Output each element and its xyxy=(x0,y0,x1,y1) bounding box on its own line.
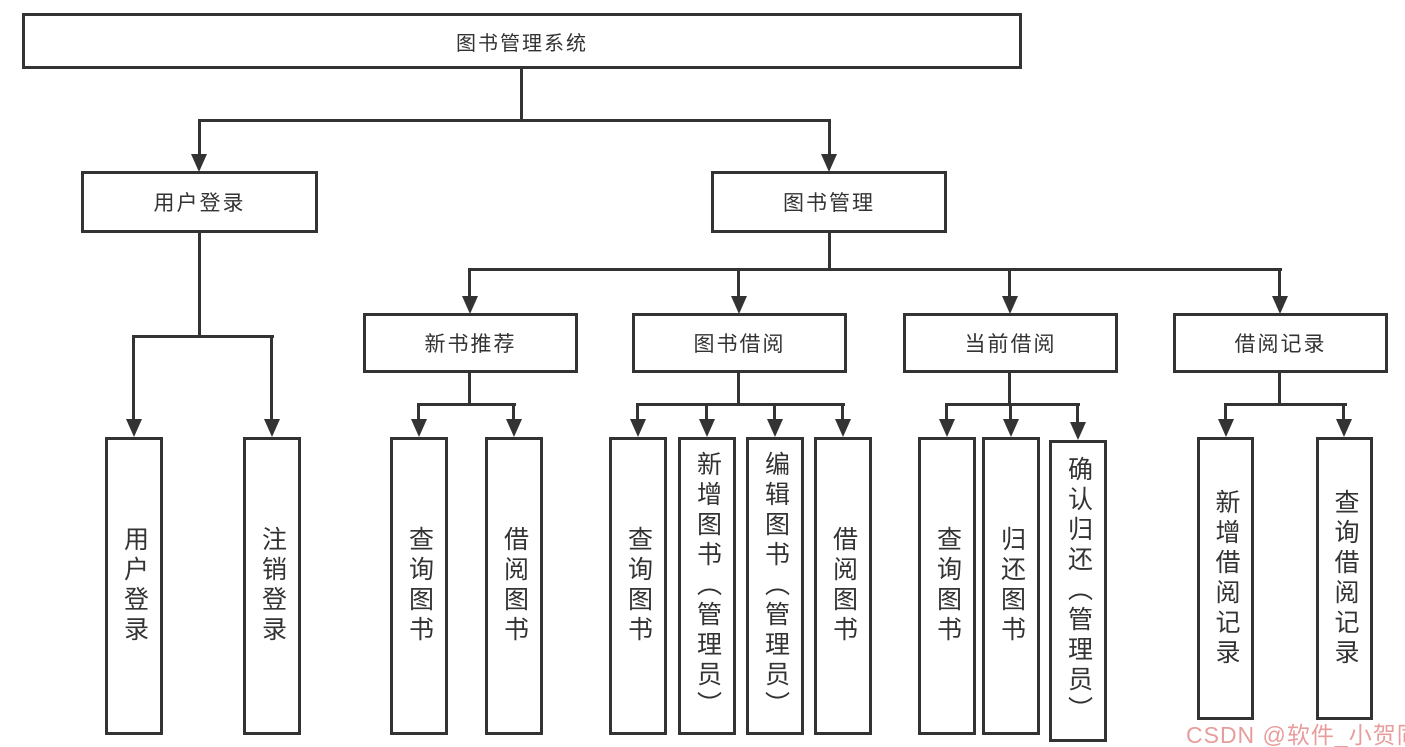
connector-line xyxy=(198,119,831,122)
connector-line xyxy=(1008,373,1011,406)
arrow-down-icon xyxy=(731,296,747,314)
arrow-down-icon xyxy=(191,154,207,172)
node-user-login: 用户登录 xyxy=(81,171,318,233)
node-label: 借阅图书 xyxy=(829,526,858,646)
leaf-add-books-admin: 新增图书（管理员） xyxy=(678,437,736,735)
connector-line xyxy=(270,338,273,420)
connector-line xyxy=(1224,406,1227,421)
connector-line xyxy=(636,403,845,406)
leaf-query-books-recommendation: 查询图书 xyxy=(390,437,448,735)
node-label: 归还图书 xyxy=(997,526,1026,646)
arrow-down-icon xyxy=(835,419,851,437)
connector-line xyxy=(1009,406,1012,421)
node-label: 当前借阅 xyxy=(964,333,1057,356)
arrow-down-icon xyxy=(126,419,142,437)
node-label: 用户登录 xyxy=(153,192,246,215)
leaf-query-books-borrowing: 查询图书 xyxy=(609,437,667,735)
connector-line xyxy=(132,335,274,338)
connector-line xyxy=(737,373,740,406)
leaf-borrow-books-recommendation: 借阅图书 xyxy=(485,437,543,735)
node-new-book-recommendation: 新书推荐 xyxy=(363,313,578,373)
connector-line xyxy=(1224,403,1347,406)
node-label: 借阅图书 xyxy=(500,526,529,646)
node-label: 查询图书 xyxy=(624,526,653,646)
node-label: 新增借阅记录 xyxy=(1212,488,1240,669)
arrow-down-icon xyxy=(1003,419,1019,437)
leaf-edit-books-admin: 编辑图书（管理员） xyxy=(746,437,804,735)
connector-line xyxy=(417,403,516,406)
node-label: 图书管理系统 xyxy=(456,32,588,55)
leaf-user-login: 用户登录 xyxy=(105,437,163,735)
connector-line xyxy=(417,406,420,421)
node-label: 查询借阅记录 xyxy=(1331,488,1359,669)
arrow-down-icon xyxy=(821,154,837,172)
node-library-management-system: 图书管理系统 xyxy=(22,13,1022,69)
connector-line xyxy=(132,338,135,420)
csdn-watermark: CSDN @软件_小贺同学 xyxy=(1186,722,1405,747)
connector-line xyxy=(198,122,201,156)
node-book-management: 图书管理 xyxy=(711,171,947,233)
connector-line xyxy=(468,271,471,298)
connector-line xyxy=(841,406,844,421)
node-label: 编辑图书（管理员） xyxy=(761,451,790,721)
node-label: 查询图书 xyxy=(405,526,434,646)
arrow-down-icon xyxy=(1002,296,1018,314)
node-label: 查询图书 xyxy=(933,526,962,646)
node-label: 用户登录 xyxy=(120,526,149,646)
leaf-logout: 注销登录 xyxy=(243,437,301,735)
arrow-down-icon xyxy=(1218,419,1234,437)
node-label: 确认归还（管理员） xyxy=(1064,456,1093,726)
connector-line xyxy=(198,233,201,337)
connector-line xyxy=(1342,406,1345,421)
connector-line xyxy=(705,406,708,421)
connector-line xyxy=(512,406,515,421)
node-label: 注销登录 xyxy=(258,526,287,646)
node-label: 新书推荐 xyxy=(424,333,517,356)
leaf-query-borrow-record: 查询借阅记录 xyxy=(1316,437,1373,720)
connector-line xyxy=(828,122,831,156)
node-label: 新增图书（管理员） xyxy=(693,451,722,721)
connector-line xyxy=(636,406,639,421)
node-label: 图书管理 xyxy=(783,192,875,215)
leaf-borrow-books: 借阅图书 xyxy=(814,437,872,735)
connector-line xyxy=(773,406,776,421)
node-label: 图书借阅 xyxy=(693,333,786,356)
arrow-down-icon xyxy=(767,419,783,437)
arrow-down-icon xyxy=(506,419,522,437)
connector-line xyxy=(945,406,948,421)
node-label: 借阅记录 xyxy=(1234,333,1327,356)
connector-line xyxy=(737,271,740,298)
arrow-down-icon xyxy=(699,419,715,437)
arrow-down-icon xyxy=(462,296,478,314)
arrow-down-icon xyxy=(939,419,955,437)
connector-line xyxy=(945,403,1080,406)
connector-line xyxy=(1076,406,1079,424)
node-book-borrowing: 图书借阅 xyxy=(632,313,847,373)
leaf-query-books-current: 查询图书 xyxy=(918,437,976,735)
arrow-down-icon xyxy=(1272,296,1288,314)
arrow-down-icon xyxy=(264,419,280,437)
connector-line xyxy=(1008,271,1011,298)
leaf-confirm-return-admin: 确认归还（管理员） xyxy=(1049,440,1107,742)
arrow-down-icon xyxy=(411,419,427,437)
leaf-return-books: 归还图书 xyxy=(982,437,1040,735)
connector-line xyxy=(520,69,523,121)
arrow-down-icon xyxy=(1336,419,1352,437)
leaf-add-borrow-record: 新增借阅记录 xyxy=(1197,437,1254,720)
connector-line xyxy=(828,233,831,270)
connector-line xyxy=(1278,373,1281,406)
arrow-down-icon xyxy=(1070,422,1086,440)
connector-line xyxy=(468,268,1282,271)
connector-line xyxy=(468,373,471,406)
node-borrowing-records: 借阅记录 xyxy=(1173,313,1388,373)
node-current-borrowing: 当前借阅 xyxy=(903,313,1118,373)
connector-line xyxy=(1278,271,1281,298)
arrow-down-icon xyxy=(630,419,646,437)
